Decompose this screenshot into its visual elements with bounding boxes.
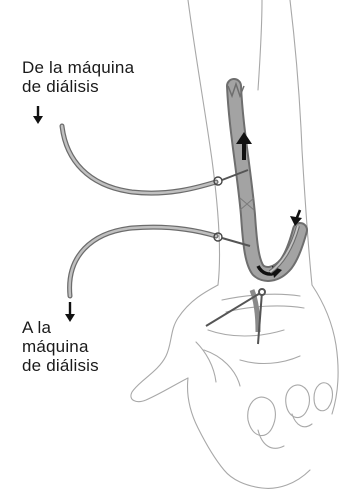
label-to-line-3: de diálisis [22, 356, 99, 375]
label-from-line-1: De la máquina [22, 58, 134, 77]
label-to-line-1: A la [22, 318, 99, 337]
arrow-down-icon-top [33, 106, 43, 124]
tube-to-machine [70, 227, 250, 296]
tube-from-machine [62, 126, 248, 193]
label-to-line-2: máquina [22, 337, 99, 356]
label-from-line-2: de diálisis [22, 77, 134, 96]
label-to-machine: A la máquina de diálisis [22, 318, 99, 375]
arm-hand-outline [131, 0, 338, 488]
label-from-machine: De la máquina de diálisis [22, 58, 134, 96]
